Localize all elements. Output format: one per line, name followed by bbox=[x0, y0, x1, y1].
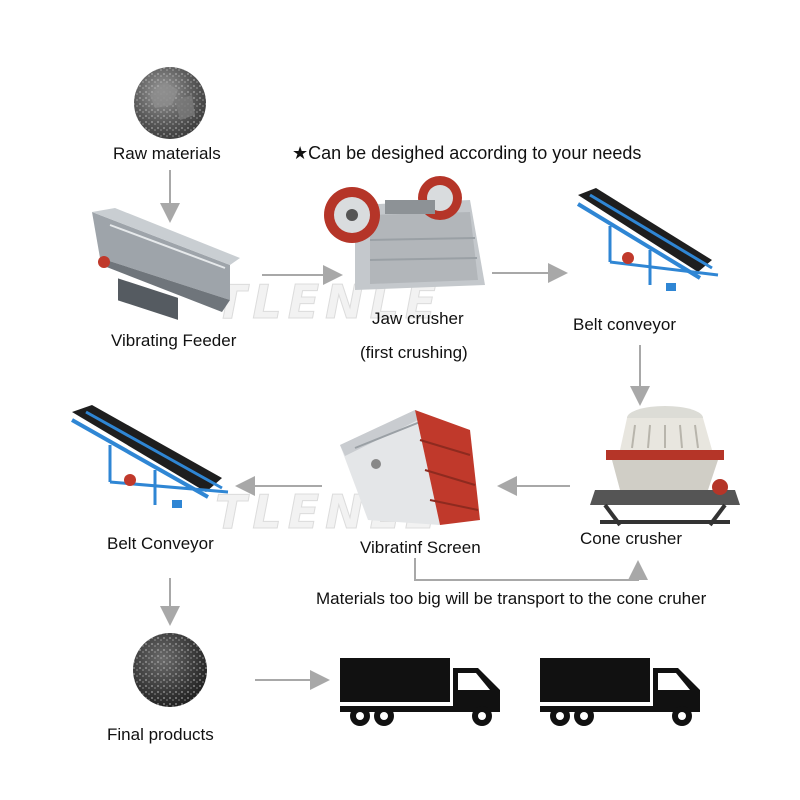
belt-conveyor-2-image bbox=[71, 405, 229, 508]
belt-conveyor-1-label: Belt conveyor bbox=[573, 315, 676, 334]
raw-materials-image bbox=[134, 67, 206, 139]
return-line bbox=[414, 558, 648, 581]
jaw-crusher-label: Jaw crusher bbox=[372, 309, 464, 328]
header-note: ★Can be desighed according to your needs bbox=[292, 143, 642, 163]
jaw-crusher-image bbox=[324, 176, 485, 290]
jaw-crusher-sublabel: (first crushing) bbox=[360, 343, 468, 362]
final-products-image bbox=[133, 633, 207, 707]
vibrating-feeder-image bbox=[92, 208, 240, 320]
cone-crusher-label: Cone crusher bbox=[580, 529, 683, 548]
cone-crusher-image bbox=[590, 406, 740, 527]
vibrating-screen-label: Vibratinf Screen bbox=[360, 538, 481, 557]
belt-conveyor-2-label: Belt Conveyor bbox=[107, 534, 214, 553]
final-products-label: Final products bbox=[107, 725, 214, 744]
dump-truck-1-icon bbox=[340, 658, 500, 726]
vibrating-feeder-label: Vibrating Feeder bbox=[111, 331, 237, 350]
vibrating-screen-image bbox=[340, 410, 480, 525]
dump-truck-2-icon bbox=[540, 658, 700, 726]
raw-materials-label: Raw materials bbox=[113, 144, 221, 163]
belt-conveyor-1-image bbox=[576, 188, 719, 291]
return-note: Materials too big will be transport to t… bbox=[316, 589, 707, 608]
